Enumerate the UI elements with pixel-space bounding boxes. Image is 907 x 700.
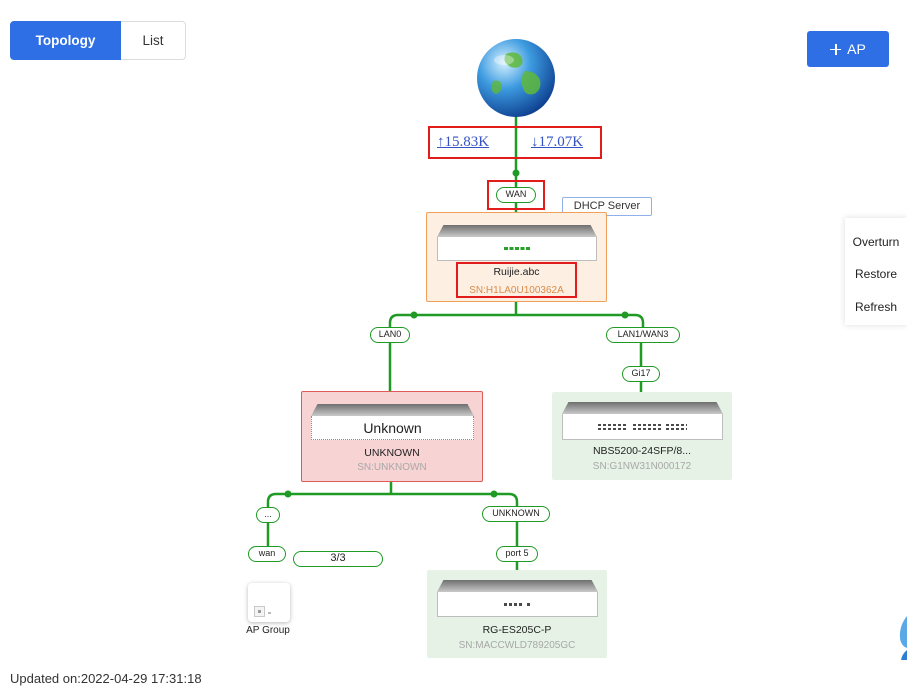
switch-name: NBS5200-24SFP/8... <box>592 445 692 457</box>
switch-image <box>562 402 723 440</box>
access-switch-image <box>437 580 598 617</box>
access-switch-sn: SN:MACCWLD789205GC <box>458 640 576 651</box>
link-unknown-branches <box>266 492 519 507</box>
unknown-device-image: Unknown <box>311 404 474 440</box>
gateway-name: Ruijie.abc <box>493 266 540 278</box>
link-node-dot <box>410 311 418 319</box>
link-node-dot <box>284 490 292 498</box>
port-label-wan: WAN <box>496 187 536 203</box>
port-label-unknown-right: UNKNOWN <box>482 506 550 522</box>
link-gateway-branches <box>388 313 645 327</box>
restore-button[interactable]: Restore <box>854 267 898 281</box>
port-label-lan1-wan3: LAN1/WAN3 <box>606 327 680 343</box>
port-label-gi17: Gi17 <box>622 366 660 382</box>
access-point-icon[interactable] <box>248 583 290 622</box>
unknown-device-sn: SN:UNKNOWN <box>357 462 427 473</box>
add-ap-label: AP <box>847 41 866 57</box>
port-label-lan0: LAN0 <box>370 327 410 343</box>
gateway-device-card[interactable]: Ruijie.abc SN:H1LA0U100362A <box>426 212 607 302</box>
overturn-button[interactable]: Overturn <box>852 235 900 249</box>
assistant-icon[interactable] <box>897 612 907 660</box>
add-ap-button[interactable]: AP <box>807 31 889 67</box>
switch-device-card[interactable]: NBS5200-24SFP/8... SN:G1NW31N000172 <box>552 392 732 480</box>
access-switch-name: RG-ES205C-P <box>482 624 552 636</box>
link-node-dot <box>621 311 629 319</box>
ap-group-count: 3/3 <box>293 551 383 567</box>
port-label-ap-wan: wan <box>248 546 286 562</box>
unknown-image-label: Unknown <box>363 419 422 436</box>
download-rate-link[interactable]: ↓17.07K <box>531 134 584 150</box>
switch-sn: SN:G1NW31N000172 <box>592 461 692 472</box>
link-node-dot <box>490 490 498 498</box>
traffic-readout: ↑15.83K ↓17.07K <box>428 126 602 159</box>
globe-icon <box>477 39 555 117</box>
port-label-port5: port 5 <box>496 546 538 562</box>
ap-group-label: AP Group <box>246 625 290 636</box>
unknown-device-card[interactable]: Unknown UNKNOWN SN:UNKNOWN <box>301 391 483 482</box>
tab-list[interactable]: List <box>121 21 186 60</box>
link-node-dot <box>512 169 520 177</box>
access-switch-card[interactable]: RG-ES205C-P SN:MACCWLD789205GC <box>427 570 607 658</box>
view-actions-panel: Overturn Restore Refresh <box>845 218 907 325</box>
refresh-button[interactable]: Refresh <box>854 300 898 314</box>
upload-rate-link[interactable]: ↑15.83K <box>437 134 490 150</box>
plus-icon <box>830 43 842 55</box>
gateway-sn: SN:H1LA0U100362A <box>469 285 564 296</box>
last-updated-text: Updated on:2022-04-29 17:31:18 <box>10 671 202 686</box>
unknown-device-name: UNKNOWN <box>364 447 420 459</box>
dhcp-server-tag: DHCP Server <box>562 197 652 216</box>
tab-topology[interactable]: Topology <box>10 21 121 60</box>
port-label-unknown-left: ... <box>256 507 280 523</box>
router-image <box>437 225 597 261</box>
